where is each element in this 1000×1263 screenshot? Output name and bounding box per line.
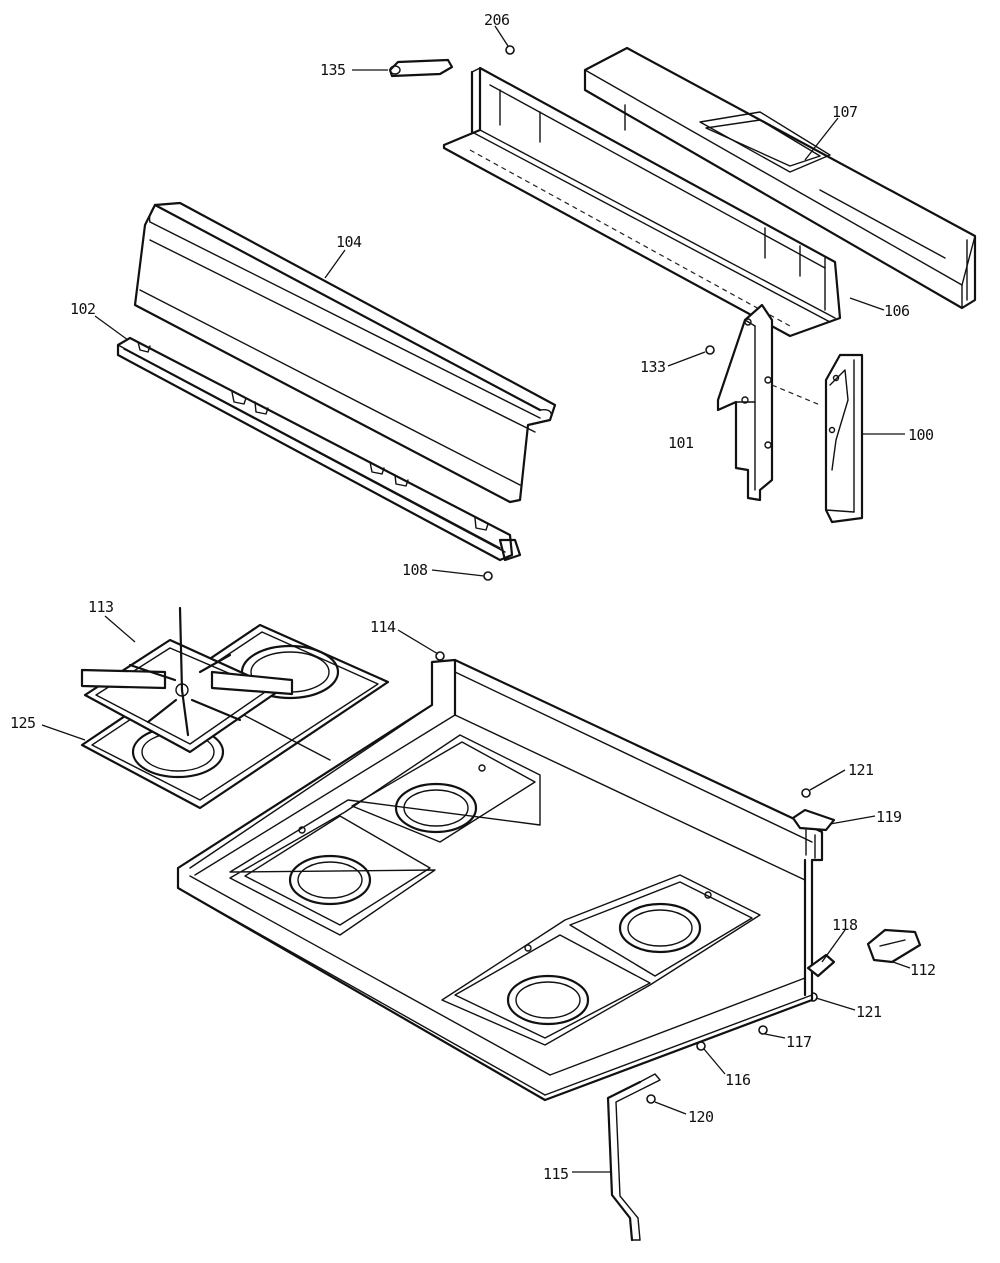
screw-108	[483, 571, 493, 581]
callout-135: 135	[320, 61, 346, 79]
callout-112: 112	[910, 961, 936, 979]
callout-108: 108	[402, 561, 428, 579]
callout-133: 133	[640, 358, 666, 376]
part-107-rear-panel	[583, 46, 977, 310]
part-104-control-panel	[133, 201, 557, 504]
part-115-support-rod	[606, 1073, 661, 1242]
screw-121-top	[801, 788, 811, 798]
part-114-cooktop	[176, 658, 824, 1102]
part-106-backguard	[442, 66, 842, 338]
screw-133	[705, 345, 715, 355]
nut-120	[646, 1094, 656, 1104]
callout-113: 113	[88, 598, 114, 616]
part-118-plate	[806, 953, 836, 978]
hardware-screws	[435, 45, 818, 1104]
callout-125: 125	[10, 714, 36, 732]
callout-116: 116	[725, 1071, 751, 1089]
callout-104: 104	[336, 233, 362, 251]
callout-102: 102	[70, 300, 96, 318]
callout-206: 206	[484, 11, 510, 29]
part-119-hinge-bracket	[791, 808, 836, 859]
callout-107: 107	[832, 103, 858, 121]
callout-118: 118	[832, 916, 858, 934]
screw-206	[505, 45, 515, 55]
part-112-clip	[866, 928, 922, 964]
callout-121-top: 121	[848, 761, 874, 779]
part-101-end-bracket	[716, 303, 821, 502]
callout-115: 115	[543, 1165, 569, 1183]
callout-120: 120	[688, 1108, 714, 1126]
callout-114: 114	[370, 618, 396, 636]
callout-119: 119	[876, 808, 902, 826]
callout-101: 101	[668, 434, 694, 452]
callout-121-bottom: 121	[856, 1003, 882, 1021]
part-113-burner-grate	[80, 606, 294, 754]
screw-117	[758, 1025, 768, 1035]
part-100-end-cap	[824, 353, 864, 524]
callout-106: 106	[884, 302, 910, 320]
part-135-clip	[388, 58, 454, 78]
callout-100: 100	[908, 426, 934, 444]
part-102-control-bracket	[116, 336, 522, 562]
callout-117: 117	[786, 1033, 812, 1051]
callout-labels: 206 135 107 104 102 106 133 101 100 108 …	[10, 11, 936, 1183]
leader-lines	[41, 25, 911, 1173]
